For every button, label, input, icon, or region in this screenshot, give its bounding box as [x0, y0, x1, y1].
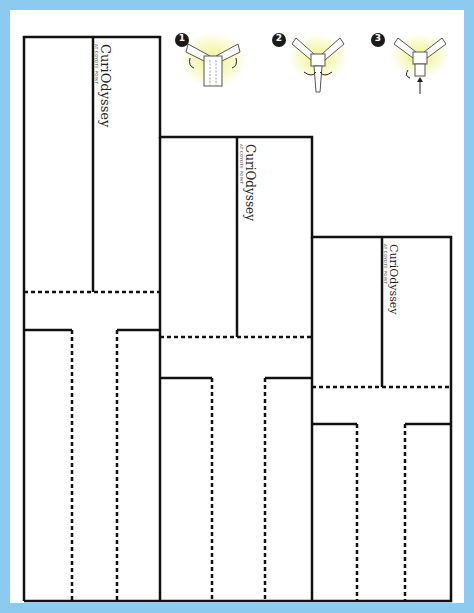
- logo-text: CuriOdyssey: [243, 144, 256, 221]
- logo-group: CuriOdysseyAT COYOTE POINT: [94, 44, 112, 127]
- logo-subtitle: AT COYOTE POINT: [239, 144, 243, 221]
- callout-number: 1: [175, 33, 189, 47]
- fold-lines: [24, 292, 451, 601]
- callout-number: 2: [272, 33, 286, 47]
- callout-number: 3: [371, 33, 385, 47]
- cut-lines: [24, 37, 451, 601]
- callout-circle: [175, 33, 385, 47]
- step-illustration: [179, 32, 247, 88]
- logo-subtitle: AT COYOTE POINT: [383, 244, 387, 315]
- step-illustration: [390, 34, 450, 94]
- logo-text: CuriOdyssey: [387, 244, 399, 315]
- logo-text: CuriOdyssey: [98, 44, 112, 127]
- step-illustration: [288, 34, 348, 92]
- logo-group: CuriOdysseyAT COYOTE POINT: [383, 244, 399, 315]
- logo-subtitle: AT COYOTE POINT: [94, 44, 98, 127]
- paper-sheet: [10, 10, 464, 603]
- logo-group: CuriOdysseyAT COYOTE POINT: [239, 144, 256, 221]
